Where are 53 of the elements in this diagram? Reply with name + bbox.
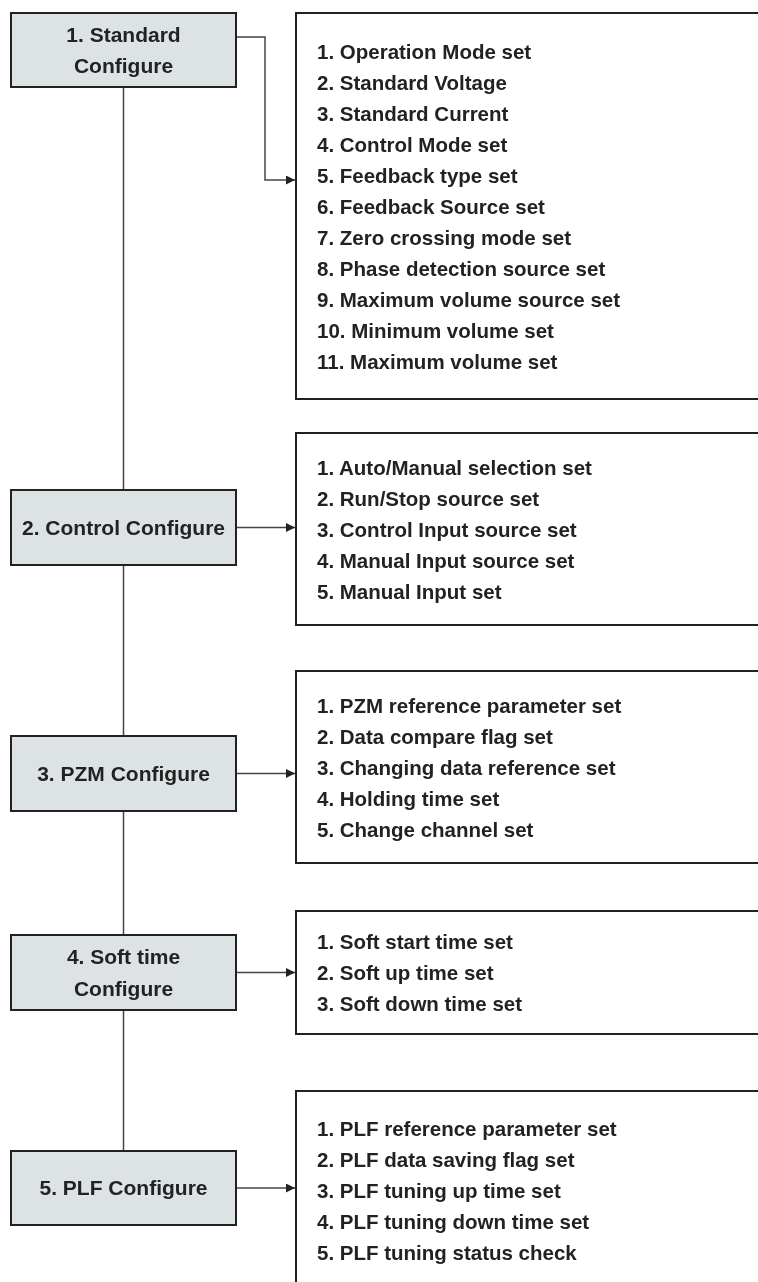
list-item: 11. Maximum volume set [317, 348, 559, 375]
list-item: 3. Changing data reference set [317, 754, 617, 781]
step-box [10, 934, 237, 1011]
list-item: 1. Operation Mode set [317, 38, 533, 65]
step-box [10, 12, 237, 88]
list-item: 4. Holding time set [317, 785, 501, 812]
list-item: 2. PLF data saving flag set [317, 1146, 576, 1173]
arrow [236, 1183, 296, 1193]
connector-line [122, 811, 125, 935]
list-item: 1. Soft start time set [317, 929, 514, 955]
list-item: 6. Feedback Source set [317, 193, 546, 220]
list-item: 3. Soft down time set [317, 991, 524, 1017]
arrow [236, 36, 296, 185]
list-item: 1. PLF reference parameter set [317, 1115, 618, 1142]
list-item: 1. Auto/Manual selection set [317, 454, 593, 481]
list-item: 3. PLF tuning up time set [317, 1177, 562, 1204]
step-box [10, 1150, 237, 1226]
settings-list-box [295, 910, 758, 1035]
connector-line [122, 565, 125, 736]
step-label: 4. Soft time Configure [65, 944, 182, 1002]
list-item: 2. Standard Voltage [317, 69, 508, 96]
arrow [236, 968, 296, 977]
arrow [236, 523, 296, 532]
step-label: 1. Standard Configure [65, 21, 182, 79]
list-item: 5. PLF tuning status check [317, 1239, 578, 1266]
list-item: 1. PZM reference parameter set [317, 692, 623, 719]
list-item: 2. Run/Stop source set [317, 485, 541, 512]
list-item: 5. Feedback type set [317, 162, 519, 189]
connector-line [122, 87, 125, 490]
list-item: 8. Phase detection source set [317, 255, 607, 282]
list-item: 5. Change channel set [317, 816, 535, 843]
list-item: 3. Standard Current [317, 100, 510, 127]
step-label: 3. PZM Configure [37, 760, 210, 787]
list-item: 7. Zero crossing mode set [317, 224, 573, 251]
settings-list-box [295, 12, 758, 400]
list-item: 5. Manual Input set [317, 578, 503, 605]
step-label: 5. PLF Configure [39, 1175, 208, 1202]
settings-list-box [295, 1090, 758, 1282]
list-item: 4. Manual Input source set [317, 547, 576, 574]
arrow [236, 769, 296, 778]
step-box [10, 735, 237, 812]
list-item: 4. PLF tuning down time set [317, 1208, 591, 1235]
list-item: 2. Data compare flag set [317, 723, 554, 750]
list-item: 10. Minimum volume set [317, 317, 555, 344]
list-item: 2. Soft up time set [317, 960, 495, 986]
list-item: 9. Maximum volume source set [317, 286, 622, 313]
connector-line [122, 1010, 125, 1151]
step-label: 2. Control Configure [22, 514, 225, 541]
settings-list-box [295, 670, 758, 864]
list-item: 3. Control Input source set [317, 516, 578, 543]
step-box [10, 489, 237, 566]
list-item: 4. Control Mode set [317, 131, 509, 158]
settings-list-box [295, 432, 758, 626]
